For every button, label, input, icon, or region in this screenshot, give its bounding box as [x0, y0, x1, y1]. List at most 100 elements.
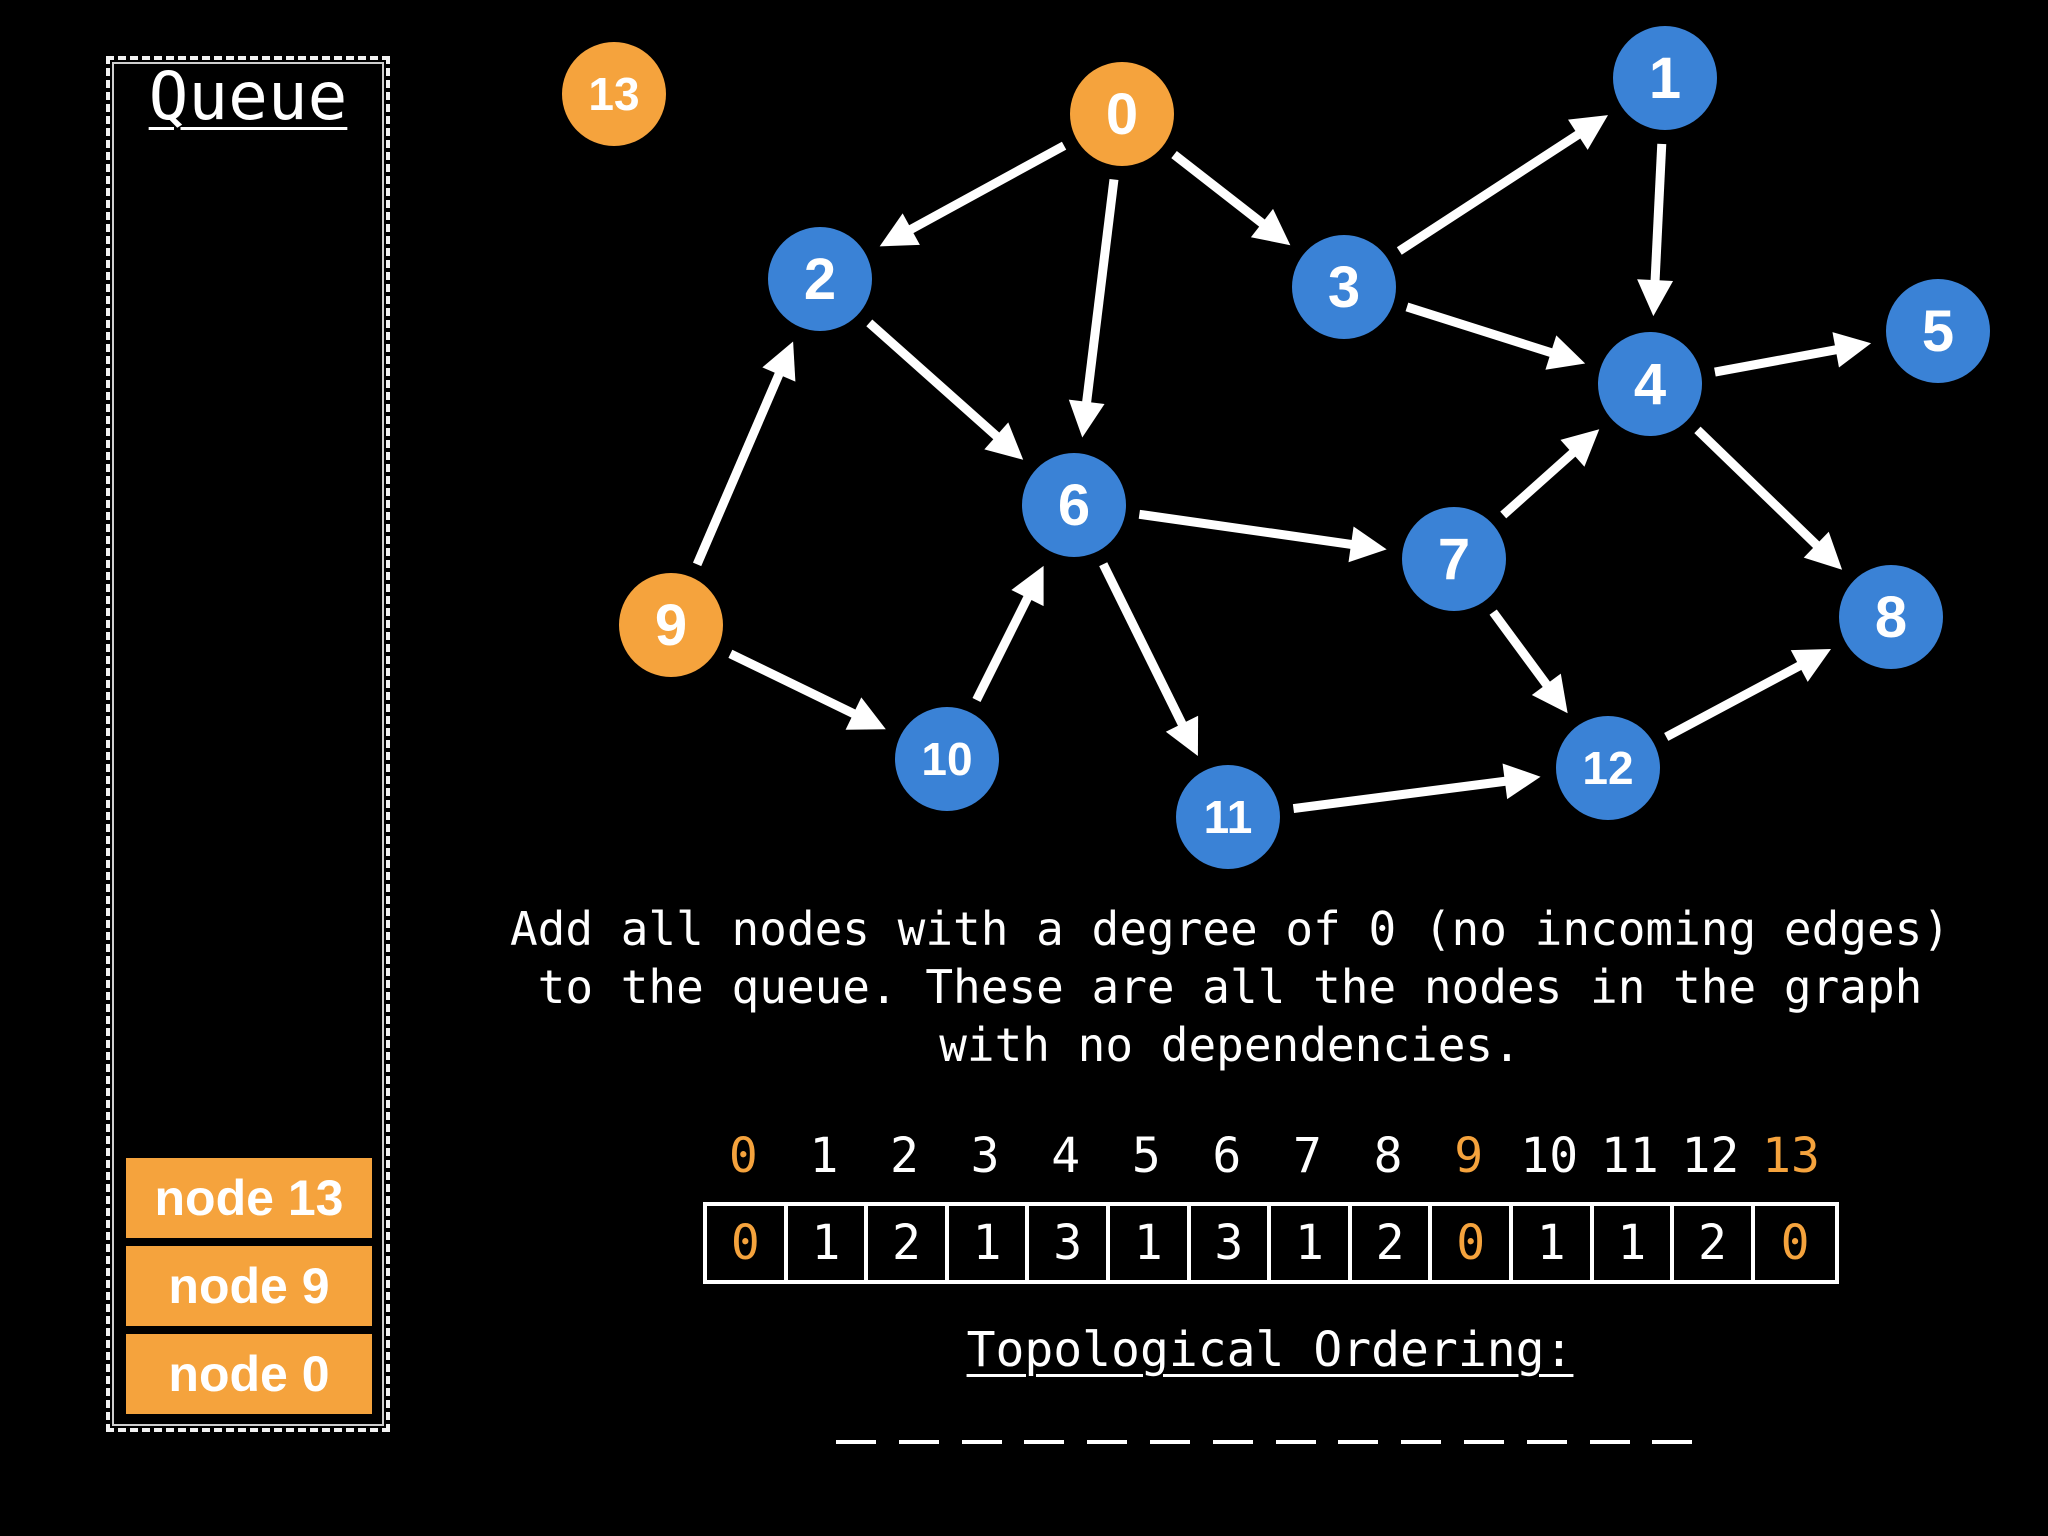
edge-10-6	[972, 579, 1040, 702]
edge-9-10	[728, 649, 872, 726]
topological-ordering-slots	[836, 1440, 1715, 1444]
node-circle	[1022, 453, 1126, 557]
ordering-slot	[1463, 1440, 1504, 1444]
queue-item: node 9	[126, 1246, 372, 1326]
ordering-slot	[1087, 1440, 1128, 1444]
node-label: 5	[1922, 299, 1954, 364]
description-line-3: with no dependencies.	[939, 1018, 1521, 1072]
index-label: 8	[1373, 1128, 1403, 1184]
node-circle	[1598, 332, 1702, 436]
index-label: 12	[1681, 1128, 1740, 1184]
edge-6-11	[1099, 562, 1194, 742]
queue-container	[106, 56, 390, 1432]
edge-2-6	[866, 319, 1013, 452]
description: Add all nodes with a degree of 0 (no inc…	[430, 900, 2030, 1074]
node-circle	[895, 707, 999, 811]
indegree-cell: 2	[1352, 1206, 1433, 1280]
edge-0-3	[1171, 151, 1279, 238]
node-label: 10	[921, 733, 972, 785]
indegree-cell: 1	[949, 1206, 1030, 1280]
node-label: 0	[1106, 82, 1138, 147]
node-label: 6	[1058, 473, 1090, 538]
edge-9-2	[692, 356, 791, 567]
queue-item: node 0	[126, 1334, 372, 1414]
arrowhead-6-7	[1348, 526, 1387, 563]
queue-item: node 13	[126, 1158, 372, 1238]
node-3: 3	[1292, 235, 1396, 339]
ordering-slot	[1212, 1440, 1253, 1444]
index-label: 7	[1293, 1128, 1322, 1184]
index-label: 11	[1600, 1128, 1659, 1184]
arrowhead-2-6	[984, 422, 1024, 460]
node-label: 2	[804, 247, 836, 312]
node-0: 0	[1070, 62, 1174, 166]
arrowhead-9-10	[845, 697, 886, 730]
node-circle	[1070, 62, 1174, 166]
description-line-2: to the queue. These are all the nodes in…	[537, 960, 1923, 1014]
arrowhead-1-4	[1637, 279, 1674, 317]
indegree-cell: 2	[868, 1206, 949, 1280]
indegree-cell: 1	[1513, 1206, 1594, 1280]
ordering-slot	[1589, 1440, 1630, 1444]
indegree-cell: 2	[1674, 1206, 1755, 1280]
ordering-slot	[898, 1440, 939, 1444]
indegree-cell: 1	[788, 1206, 869, 1280]
arrowhead-12-8	[1790, 649, 1832, 682]
ordering-slot	[1275, 1440, 1316, 1444]
index-label: 0	[728, 1128, 758, 1184]
edge-0-6	[1080, 178, 1119, 421]
edge-7-4	[1500, 437, 1589, 519]
indegree-cell: 1	[1110, 1206, 1191, 1280]
node-label: 7	[1438, 527, 1470, 592]
arrowhead-7-12	[1531, 673, 1568, 714]
node-1: 1	[1613, 26, 1717, 130]
index-label: 5	[1131, 1128, 1161, 1184]
ordering-slot	[1401, 1440, 1442, 1444]
node-label: 9	[655, 593, 687, 658]
edge-3-4	[1405, 302, 1570, 363]
arrowhead-0-2	[879, 213, 920, 247]
node-9: 9	[619, 573, 723, 677]
node-12: 12	[1556, 716, 1660, 820]
arrowhead-4-8	[1803, 531, 1843, 570]
index-label: 10	[1520, 1128, 1579, 1184]
index-label: 6	[1212, 1128, 1242, 1184]
index-label: 1	[809, 1128, 839, 1184]
arrowhead-9-2	[762, 341, 796, 382]
node-label: 11	[1204, 791, 1253, 843]
node-circle	[1556, 716, 1660, 820]
node-circle	[1613, 26, 1717, 130]
arrowhead-0-6	[1068, 399, 1105, 438]
ordering-slot	[1338, 1440, 1379, 1444]
edge-4-5	[1714, 342, 1855, 377]
node-label: 8	[1875, 585, 1907, 650]
description-line-1: Add all nodes with a degree of 0 (no inc…	[509, 902, 1951, 956]
arrowhead-11-12	[1502, 763, 1541, 800]
edge-4-8	[1694, 426, 1833, 561]
index-label: 2	[890, 1128, 919, 1184]
node-circle	[1402, 507, 1506, 611]
ordering-slot	[961, 1440, 1002, 1444]
node-label: 13	[588, 68, 639, 120]
index-label: 9	[1454, 1128, 1484, 1184]
node-2: 2	[768, 227, 872, 331]
edge-6-7	[1138, 509, 1370, 552]
arrowhead-3-4	[1545, 335, 1586, 370]
arrowhead-3-1	[1568, 115, 1609, 150]
node-circle	[768, 227, 872, 331]
indegree-cell: 1	[1594, 1206, 1675, 1280]
ordering-slot	[836, 1440, 876, 1444]
arrowhead-10-6	[1011, 565, 1044, 607]
ordering-slot	[1024, 1440, 1065, 1444]
node-8: 8	[1839, 565, 1943, 669]
node-5: 5	[1886, 279, 1990, 383]
node-circle	[562, 42, 666, 146]
arrowhead-4-5	[1832, 332, 1872, 368]
edges	[692, 115, 1872, 814]
queue-title: Queue	[148, 58, 348, 135]
ordering-slot	[1149, 1440, 1190, 1444]
index-label: 3	[970, 1128, 1000, 1184]
